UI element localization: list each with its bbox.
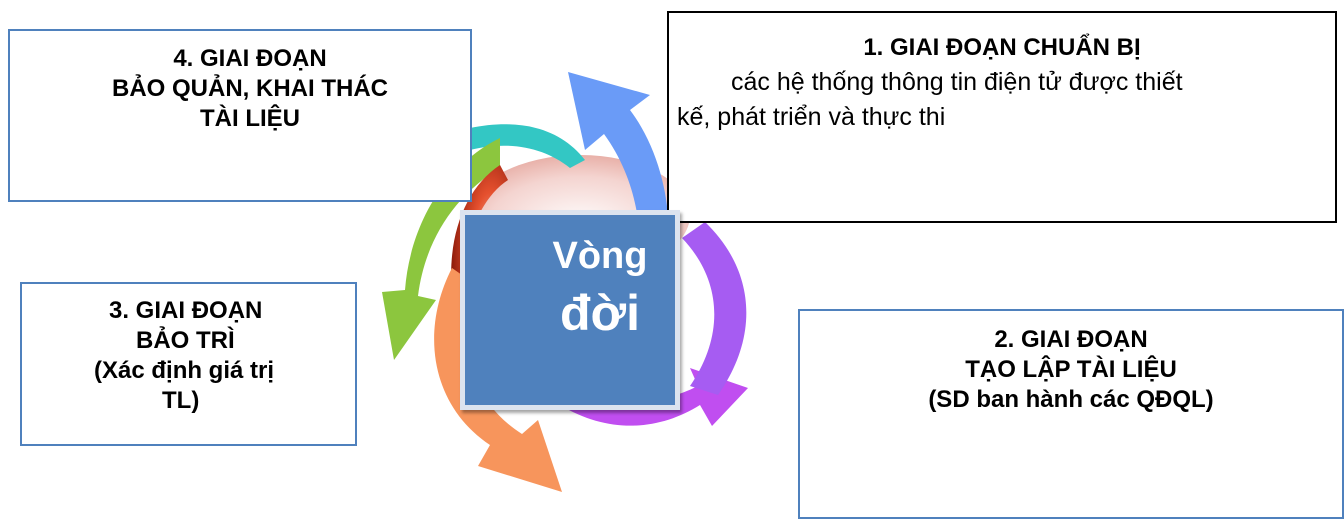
stage1-title: 1. GIAI ĐOẠN CHUẨN BỊ	[863, 34, 1141, 61]
stage3-line4: TL)	[162, 387, 200, 414]
stage4-line3: TÀI LIỆU	[200, 105, 300, 132]
stage3-box: 3. GIAI ĐOẠN BẢO TRÌ (Xác định giá trị T…	[20, 282, 357, 446]
center-label-line2: đời	[560, 285, 640, 341]
stage2-line1: 2. GIAI ĐOẠN	[994, 326, 1148, 353]
center-label-line1: Vòng	[552, 235, 648, 277]
stage4-line1: 4. GIAI ĐOẠN	[173, 45, 327, 72]
stage2-box: 2. GIAI ĐOẠN TẠO LẬP TÀI LIỆU (SD ban hà…	[798, 309, 1344, 519]
stage4-line2: BẢO QUẢN, KHAI THÁC	[112, 75, 388, 102]
stage3-line1: 3. GIAI ĐOẠN	[109, 297, 263, 324]
stage3-line2: BẢO TRÌ	[136, 327, 235, 354]
arrow-purple	[682, 222, 747, 395]
stage1-box: 1. GIAI ĐOẠN CHUẨN BỊ các hệ thống thông…	[667, 11, 1337, 223]
stage1-desc-line1: các hệ thống thông tin điện tử được thiế…	[731, 68, 1183, 96]
stage4-box: 4. GIAI ĐOẠN BẢO QUẢN, KHAI THÁC TÀI LIỆ…	[8, 29, 472, 202]
arrow-blue	[568, 72, 669, 250]
arrow-teal	[470, 124, 585, 168]
stage2-line3: (SD ban hành các QĐQL)	[928, 386, 1214, 413]
stage2-line2: TẠO LẬP TÀI LIỆU	[965, 356, 1177, 383]
stage1-desc-line2: kế, phát triển và thực thi	[677, 103, 946, 131]
arrow-green	[382, 138, 500, 360]
lifecycle-center: Vòng đời	[460, 210, 680, 410]
stage3-line3: (Xác định giá trị	[94, 357, 275, 384]
